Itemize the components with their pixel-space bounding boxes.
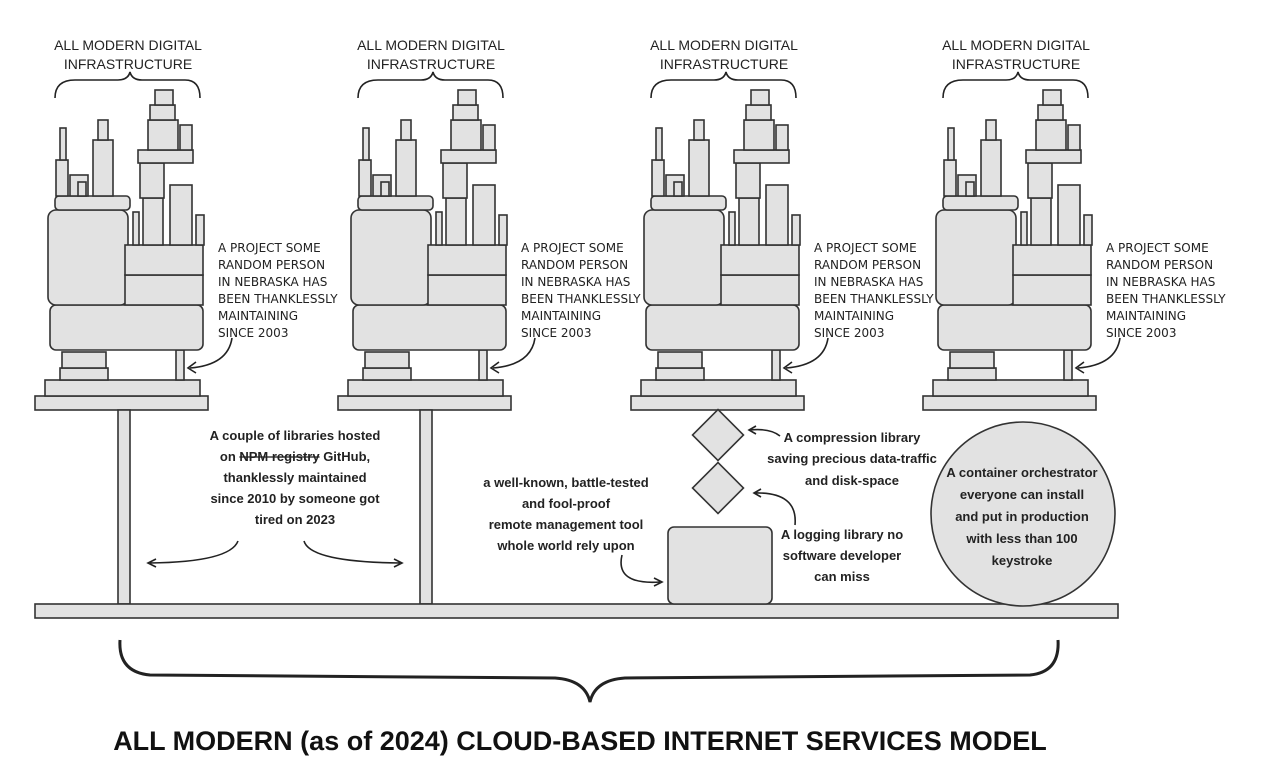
tower-1 xyxy=(34,71,233,411)
tower-annotation: SINCE 2003 xyxy=(814,326,884,340)
tower-heading: INFRASTRUCTURE xyxy=(64,56,192,72)
diagram-title: ALL MODERN (as of 2024) CLOUD-BASED INTE… xyxy=(113,726,1047,756)
arrow-left xyxy=(146,540,239,568)
tower-annotation: A PROJECT SOME xyxy=(814,241,917,255)
tower-annotation: SINCE 2003 xyxy=(218,326,288,340)
logging-library-block xyxy=(691,461,745,515)
struck-text: NPM registry xyxy=(239,449,320,464)
bottom-brace xyxy=(118,639,1060,703)
compression-library-block xyxy=(691,408,745,462)
tower-heading: ALL MODERN DIGITAL xyxy=(357,37,505,53)
svg-text:since 2010 by someone got: since 2010 by someone got xyxy=(210,491,380,506)
svg-text:A compression library: A compression library xyxy=(784,430,922,445)
svg-text:A logging library no: A logging library no xyxy=(781,527,903,542)
tower-annotation: A PROJECT SOME xyxy=(521,241,624,255)
tower-annotation: SINCE 2003 xyxy=(521,326,591,340)
tower-3-labels: ALL MODERN DIGITAL INFRASTRUCTURE A PROJEC… xyxy=(650,37,934,340)
base-beam xyxy=(34,603,1119,619)
orchestrator-note: A container orchestrator everyone can in… xyxy=(946,465,1097,568)
tower-annotation: IN NEBRASKA HAS xyxy=(218,275,327,289)
tower-4 xyxy=(922,71,1121,411)
svg-text:thanklessly maintained: thanklessly maintained xyxy=(223,470,366,485)
arrow-compression xyxy=(747,425,781,437)
tower-heading: ALL MODERN DIGITAL xyxy=(650,37,798,53)
svg-text:tired on 2023: tired on 2023 xyxy=(255,512,335,527)
tower-annotation: RANDOM PERSON xyxy=(218,258,325,272)
tower-annotation: A PROJECT SOME xyxy=(218,241,321,255)
arrow-right xyxy=(303,540,404,568)
svg-text:software developer: software developer xyxy=(783,548,902,563)
tower-heading: ALL MODERN DIGITAL xyxy=(54,37,202,53)
tower-annotation: BEEN THANKLESSLY xyxy=(218,292,338,306)
tower-1-labels: ALL MODERN DIGITAL INFRASTRUCTURE A PROJEC… xyxy=(54,37,338,340)
svg-text:and fool-proof: and fool-proof xyxy=(522,496,611,511)
tower-2-labels: ALL MODERN DIGITAL INFRASTRUCTURE A PROJEC… xyxy=(357,37,641,340)
svg-text:and disk-space: and disk-space xyxy=(805,473,899,488)
tower-annotation: A PROJECT SOME xyxy=(1106,241,1209,255)
svg-text:on NPM registry GitHub,: on NPM registry GitHub, xyxy=(220,449,370,464)
svg-text:A container orchestrator: A container orchestrator xyxy=(946,465,1097,480)
tower-annotation: MAINTAINING xyxy=(521,309,601,323)
orchestrator-ball xyxy=(930,421,1116,607)
tower-annotation: BEEN THANKLESSLY xyxy=(1106,292,1226,306)
arrow-logging xyxy=(752,488,796,526)
remote-tool-block xyxy=(667,526,773,605)
tower-3 xyxy=(630,71,829,411)
svg-text:everyone can install: everyone can install xyxy=(960,487,1084,502)
tower-annotation: IN NEBRASKA HAS xyxy=(521,275,630,289)
tower-heading: INFRASTRUCTURE xyxy=(952,56,1080,72)
svg-text:and put in production: and put in production xyxy=(955,509,1089,524)
arrow-remote xyxy=(620,554,664,587)
tower-annotation: BEEN THANKLESSLY xyxy=(521,292,641,306)
tower-annotation: RANDOM PERSON xyxy=(1106,258,1213,272)
tower-annotation: RANDOM PERSON xyxy=(521,258,628,272)
svg-text:a well-known, battle-tested: a well-known, battle-tested xyxy=(483,475,648,490)
pillar-left xyxy=(117,409,131,605)
svg-text:saving precious data-traffic: saving precious data-traffic xyxy=(767,451,937,466)
tower-annotation: MAINTAINING xyxy=(1106,309,1186,323)
svg-text:remote management tool: remote management tool xyxy=(489,517,644,532)
svg-text:can miss: can miss xyxy=(814,569,870,584)
tower-heading: ALL MODERN DIGITAL xyxy=(942,37,1090,53)
tower-heading: INFRASTRUCTURE xyxy=(660,56,788,72)
tower-2 xyxy=(337,71,536,411)
remote-tool-note: a well-known, battle-tested and fool-pro… xyxy=(483,475,648,553)
svg-text:keystroke: keystroke xyxy=(992,553,1053,568)
tower-annotation: RANDOM PERSON xyxy=(814,258,921,272)
pillar-right xyxy=(419,409,433,605)
tower-annotation: SINCE 2003 xyxy=(1106,326,1176,340)
tower-annotation: MAINTAINING xyxy=(218,309,298,323)
tower-heading: INFRASTRUCTURE xyxy=(367,56,495,72)
tower-annotation: BEEN THANKLESSLY xyxy=(814,292,934,306)
tower-annotation: IN NEBRASKA HAS xyxy=(814,275,923,289)
libraries-note: A couple of libraries hosted on NPM regi… xyxy=(210,428,381,527)
compression-note: A compression library saving precious da… xyxy=(767,430,937,488)
svg-text:with less than 100: with less than 100 xyxy=(965,531,1077,546)
svg-text:whole world rely upon: whole world rely upon xyxy=(496,538,634,553)
tower-annotation: MAINTAINING xyxy=(814,309,894,323)
tower-annotation: IN NEBRASKA HAS xyxy=(1106,275,1215,289)
logging-note: A logging library no software developer … xyxy=(781,527,903,584)
tower-4-labels: ALL MODERN DIGITAL INFRASTRUCTURE A PROJEC… xyxy=(942,37,1226,340)
svg-text:A couple of libraries hosted: A couple of libraries hosted xyxy=(210,428,381,443)
